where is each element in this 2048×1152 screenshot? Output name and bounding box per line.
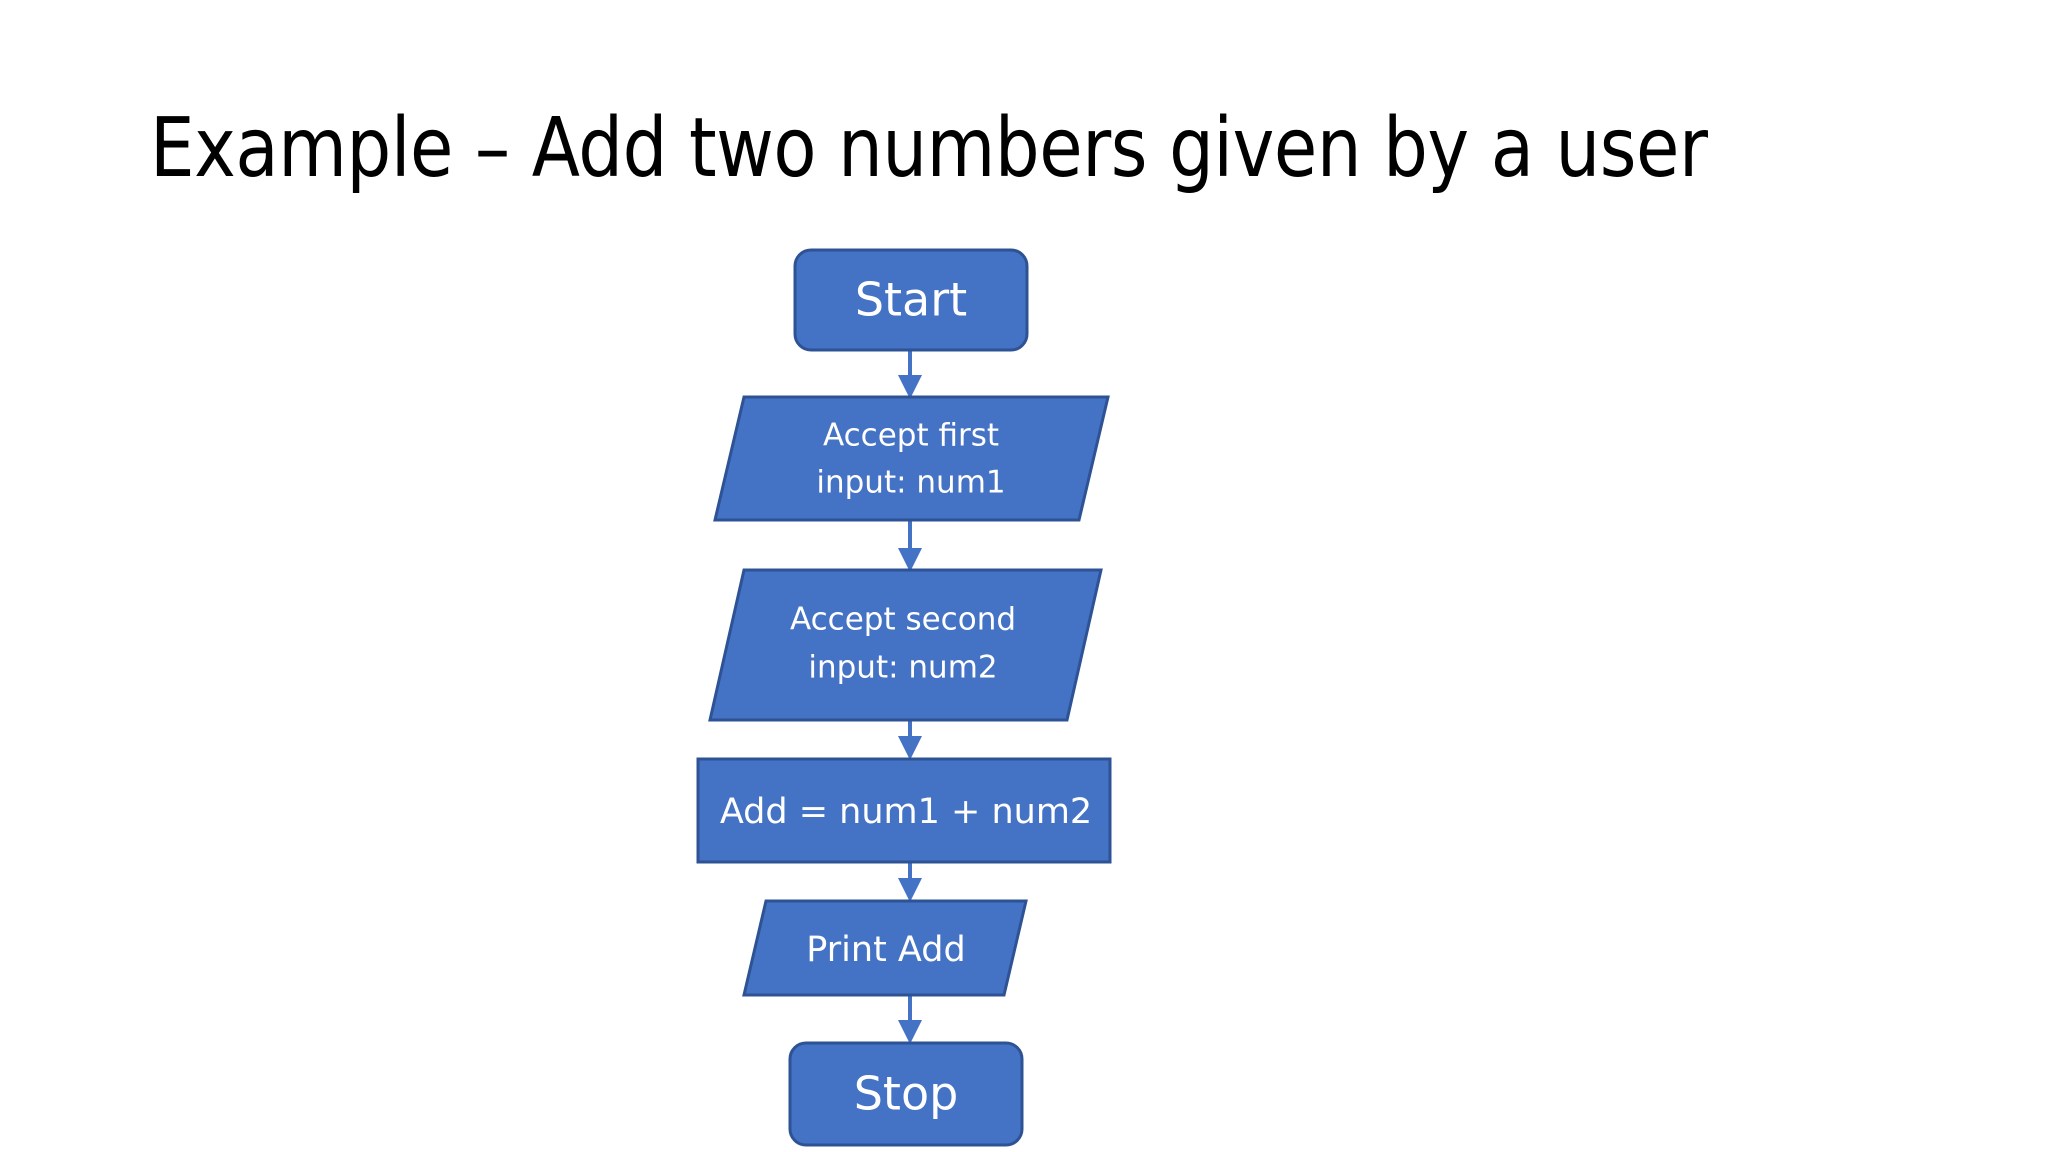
connector-process-add-to-output-print xyxy=(898,862,922,902)
stop-label: Stop xyxy=(854,1067,959,1121)
flow-node-process-add[interactable]: Add = num1 + num2 xyxy=(696,757,1112,864)
flow-node-input-num1[interactable]: Accept first input: num1 xyxy=(713,395,1110,522)
connector-output-print-to-stop xyxy=(898,995,922,1044)
input-num2-label-line2: input: num2 xyxy=(808,650,997,686)
flow-node-start[interactable]: Start xyxy=(793,248,1029,352)
output-print-parallelogram-shape xyxy=(742,899,1028,997)
flow-node-output-print[interactable]: Print Add xyxy=(742,899,1028,997)
input-num1-label-line1: Accept first xyxy=(823,418,999,454)
connector-input-num2-to-process-add xyxy=(898,720,922,760)
output-print-label: Print Add xyxy=(806,930,965,970)
process-add-rectangle-shape xyxy=(696,757,1112,864)
input-num1-label-line2: input: num1 xyxy=(816,465,1005,501)
flow-node-input-num2[interactable]: Accept second input: num2 xyxy=(708,568,1103,722)
stop-terminal-shape xyxy=(788,1041,1024,1147)
start-label: Start xyxy=(855,273,967,327)
start-terminal-shape xyxy=(793,248,1029,352)
input-num2-label-line1: Accept second xyxy=(790,602,1016,638)
page-title: Example – Add two numbers given by a use… xyxy=(150,101,1708,196)
connector-start-to-input-num1 xyxy=(898,350,922,399)
connector-input-num1-to-input-num2 xyxy=(898,520,922,572)
process-add-label: Add = num1 + num2 xyxy=(720,792,1092,832)
input-num1-parallelogram-shape xyxy=(713,395,1110,522)
flow-node-stop[interactable]: Stop xyxy=(788,1041,1024,1147)
input-num2-parallelogram-shape xyxy=(708,568,1103,722)
